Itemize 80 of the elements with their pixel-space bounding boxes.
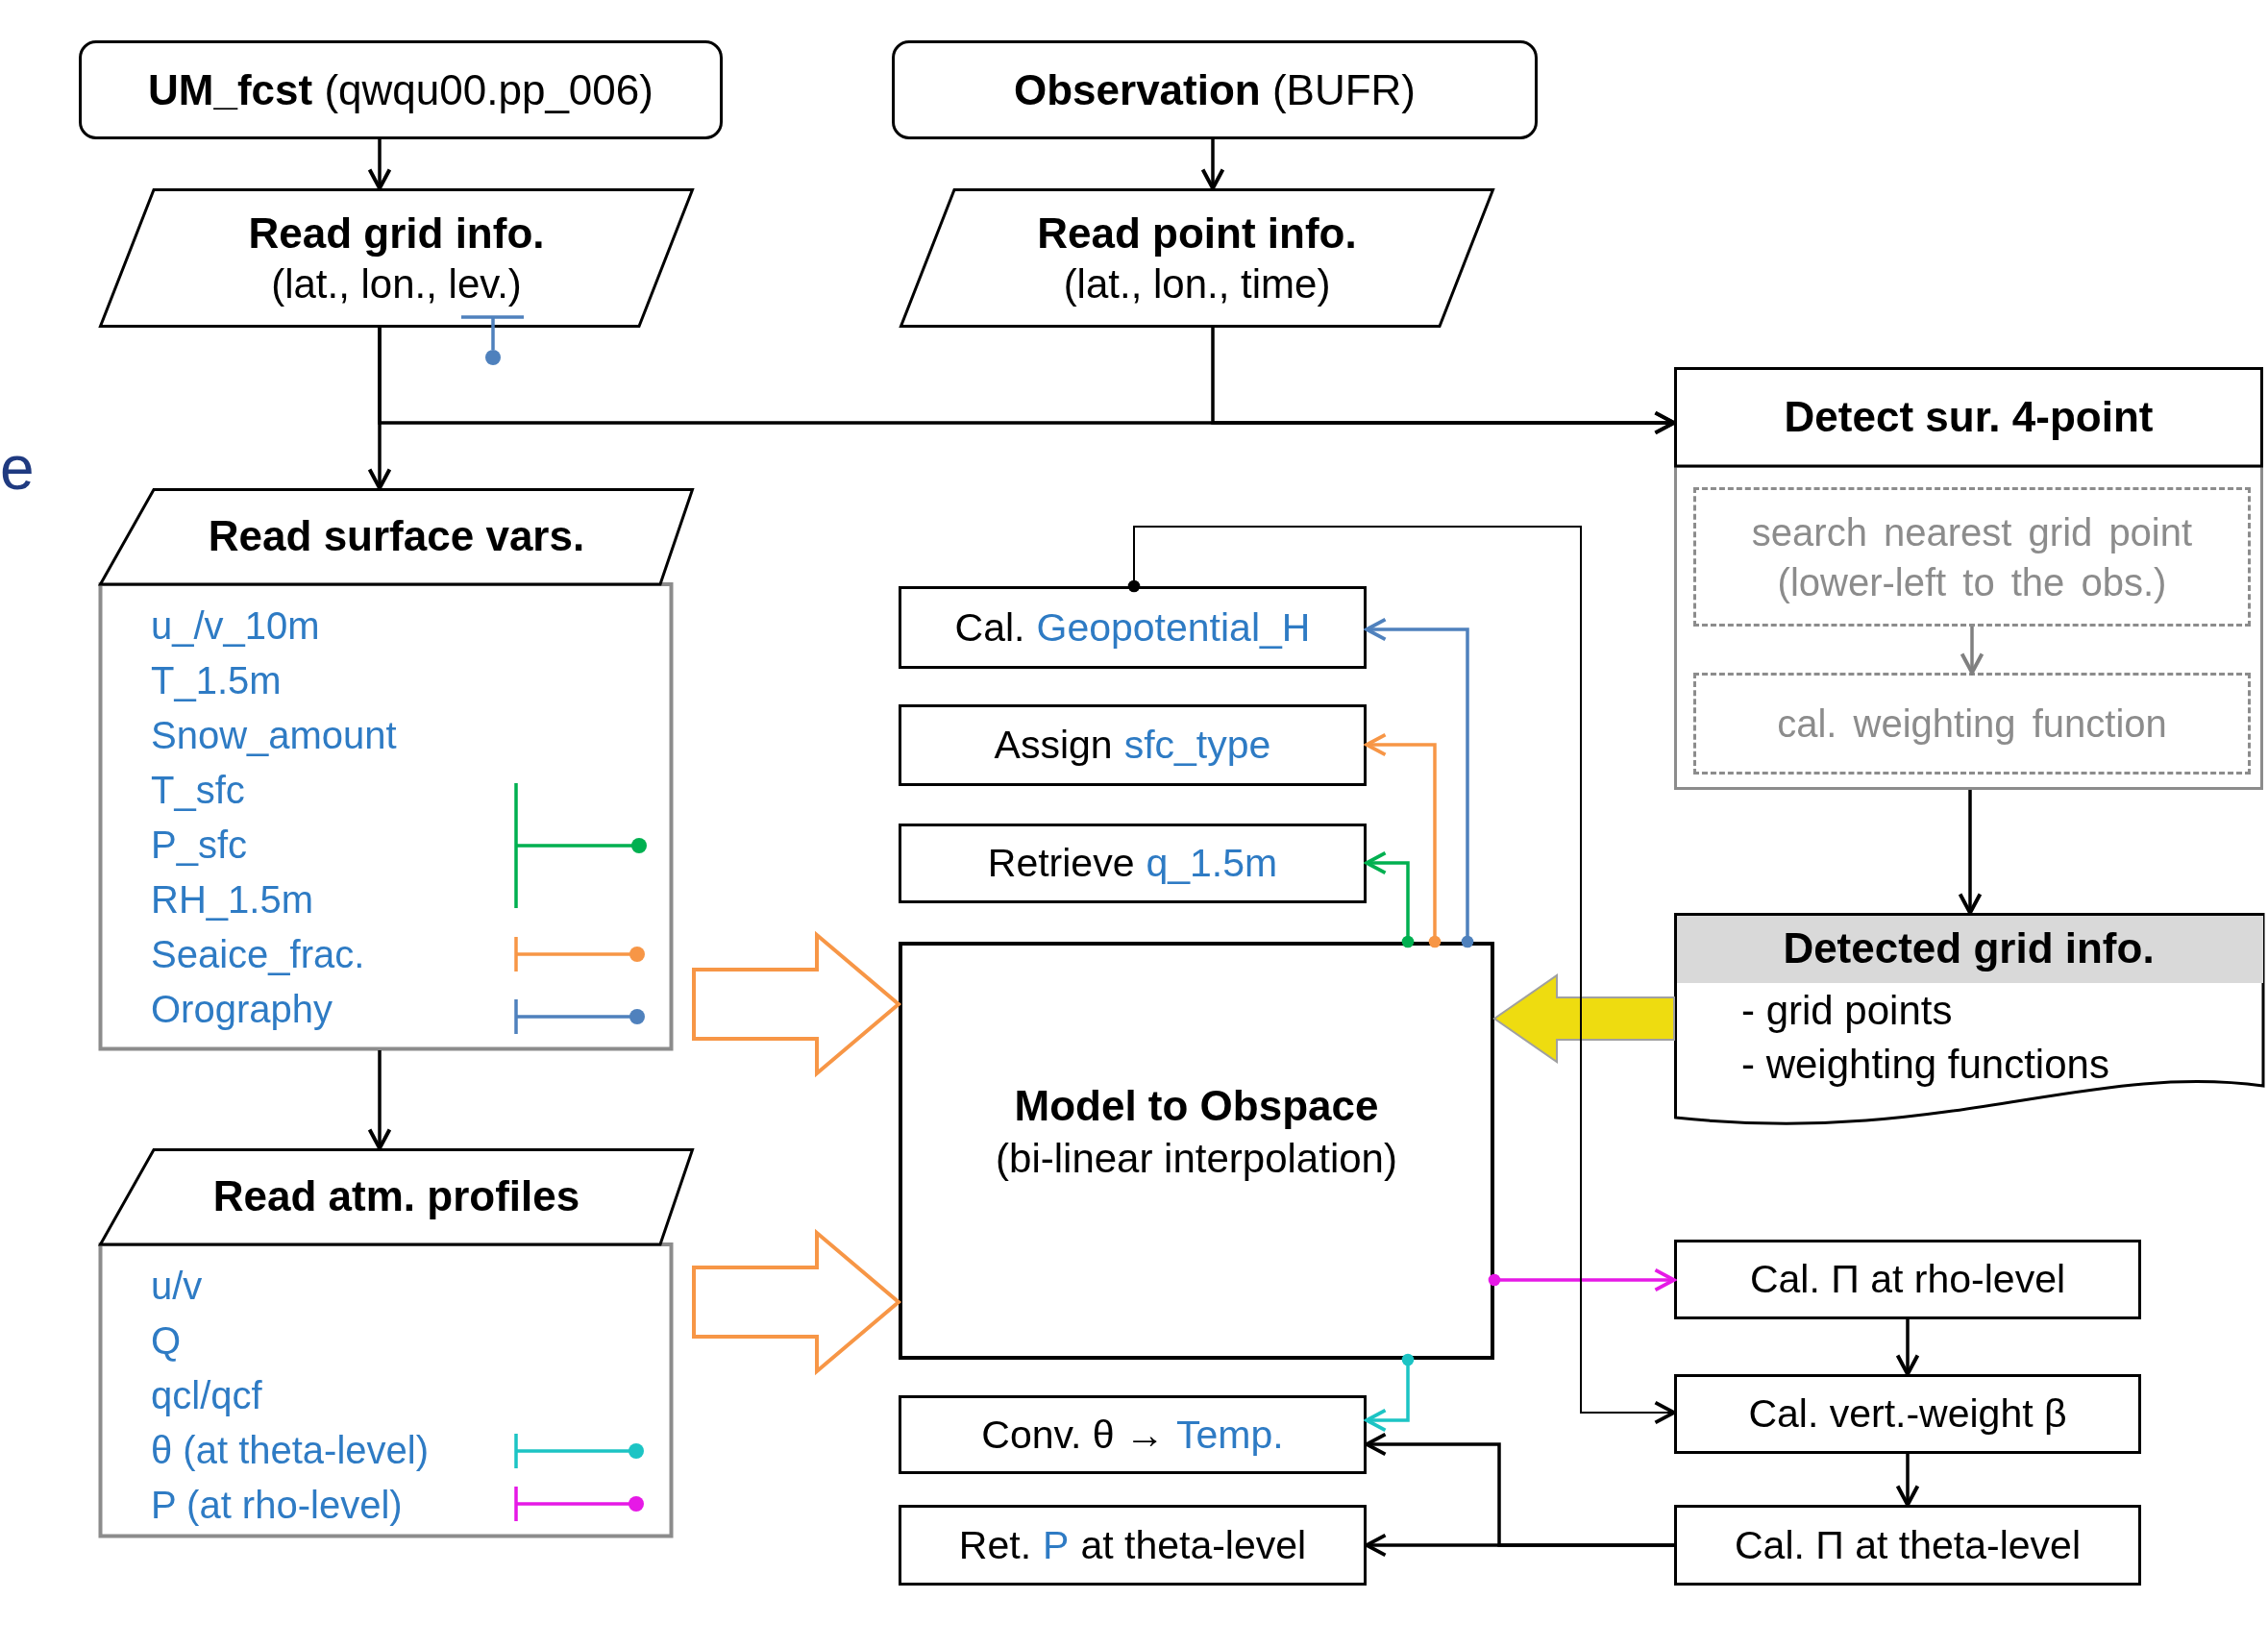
arrow [367,139,392,190]
arrow [1211,328,1676,435]
variable-name: Geopotential_H [1036,604,1311,651]
process-group-box [1674,367,2263,790]
variable-label: RH_1.5m [151,877,313,922]
variable-label: Snow_amount [151,713,397,758]
arrow [1127,526,1676,1425]
box-heading: Read grid info. [248,209,545,258]
variable-label: P_sfc [151,823,248,868]
input-parallelogram [900,188,1494,328]
data-input-box [99,488,694,1050]
box-label: Cal. [954,604,1025,651]
process-box [899,704,1367,786]
variable-name: Temp. [1176,1412,1284,1458]
box-heading: Detected grid info. [1782,923,2156,973]
process-box [899,942,1494,1360]
box-subtext: (lat., lon., lev.) [271,260,522,307]
step-label: search nearest grid point (lower-left to the obs.) [1750,509,2194,605]
box-heading: Read point info. [1037,209,1357,258]
process-box [1674,1240,2141,1319]
variable-name: q_1.5m [1146,841,1278,886]
block-arrow [1492,973,1675,1064]
process-box [899,1395,1367,1474]
arrow [1365,850,1415,948]
variable-label: Q [151,1318,182,1364]
box-label: Conv. θ → [981,1412,1165,1458]
arrow [1895,1454,1920,1507]
arrow [1200,139,1225,190]
box-heading: Model to Obspace [1014,1081,1379,1130]
box-heading: Read surface vars. [207,511,586,561]
arrow [1488,1267,1676,1292]
arrow [1365,1432,1674,1547]
box-label: Cal. Π at rho-level [1749,1257,2066,1302]
process-box [899,586,1367,669]
variable-label: P (at rho-level) [151,1483,403,1528]
process-box [1674,1374,2141,1454]
step-label: cal. weighting function [1777,701,2167,747]
variable-name: sfc_type [1123,723,1271,768]
box-label: Observation (BUFR) [1013,65,1417,114]
cropped-text: e [0,432,35,504]
variable-label: T_1.5m [151,658,282,703]
process-box [899,824,1367,903]
box-subtext: (lat., lon., time) [1063,260,1331,307]
box-label: Cal. Π at theta-level [1734,1522,2082,1568]
box-label: Cal. vert.-weight β [1748,1391,2067,1437]
box-label: Retrieve [987,841,1135,886]
variable-label: T_sfc [151,768,245,813]
dashed-step-box [1693,487,2251,627]
terminal-box [892,40,1538,139]
list-item: - grid points [1741,987,1953,1035]
variable-label: θ (at theta-level) [151,1428,430,1473]
process-box [899,1505,1367,1586]
block-arrow [692,930,902,1078]
arrow [1960,627,1984,675]
data-input-box [99,1148,694,1537]
input-parallelogram [99,188,694,328]
arrow [1958,790,1983,915]
box-label: Assign [994,723,1113,768]
variable-label: qcl/qcf [151,1373,262,1418]
variable-label: Seaice_frac. [151,932,365,977]
variable-name: P [1043,1522,1070,1568]
box-subtext: (bi-linear interpolation) [996,1135,1397,1182]
process-box [1674,1505,2141,1586]
list-item: - weighting functions [1741,1041,2109,1089]
arrow [367,1050,392,1150]
box-label: at theta-level [1080,1522,1307,1568]
terminal-box [79,40,723,139]
box-heading: Read atm. profiles [211,1171,581,1221]
arrow [1365,617,1474,948]
box-heading: Detect sur. 4-point [1783,392,2155,442]
box-label: Ret. [958,1522,1032,1568]
variable-label: u/v [151,1264,203,1309]
variable-label: u_/v_10m [151,603,320,649]
block-arrow [692,1228,902,1376]
arrow [1365,1353,1415,1433]
variable-label: Orography [151,987,333,1032]
dashed-step-box [1693,673,2251,775]
box-label: UM_fcst (qwqu00.pp_006) [148,65,653,114]
arrow [1895,1319,1920,1376]
arrow [1365,732,1442,948]
